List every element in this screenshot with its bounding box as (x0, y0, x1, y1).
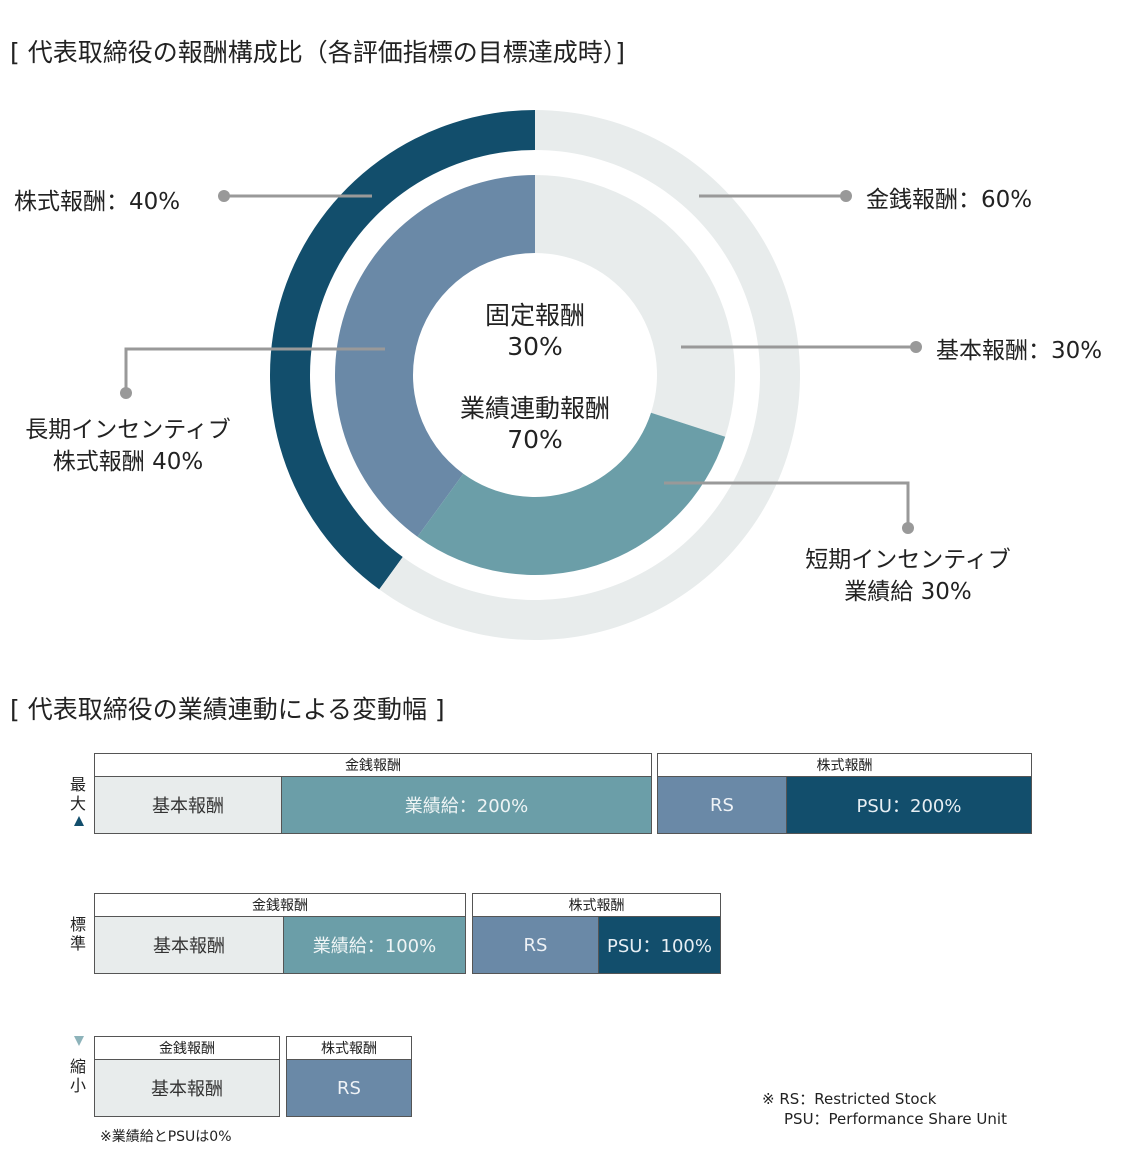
outer-slice-money (379, 110, 800, 640)
row-std-base-segment: 基本報酬 (95, 917, 284, 973)
row-min-money-header: 金銭報酬 (94, 1036, 280, 1060)
label-money-comp: 金銭報酬：60% (866, 187, 1033, 213)
inner-slice-long-term (335, 175, 535, 537)
dot-base (910, 341, 922, 353)
row-max-stock-header: 株式報酬 (657, 753, 1032, 777)
inner-slice-base (535, 175, 735, 437)
row-std-money-header: 金銭報酬 (94, 893, 466, 917)
dot-long-term (120, 387, 132, 399)
row-max-base-segment: 基本報酬 (95, 777, 282, 833)
legend-psu: PSU：Performance Share Unit (784, 1110, 1007, 1128)
label-long-term-line2: 株式報酬 40% (52, 449, 204, 475)
label-short-term-line2: 業績給 30% (844, 579, 972, 605)
center-variable-value: 70% (507, 425, 563, 454)
row-min-footnote: ※業績給とPSUは0% (100, 1129, 232, 1145)
row-max-psu-segment: PSU：200% (787, 777, 1031, 833)
axis-arrows (74, 816, 84, 1046)
donut-center-text: 固定報酬 30% 業績連動報酬 70% (415, 300, 655, 455)
row-std-money-bar: 基本報酬 業績給：100% (94, 916, 466, 974)
row-max-stock-bar: RS PSU：200% (657, 776, 1032, 834)
label-short-term-line1: 短期インセンティブ (805, 547, 1011, 573)
row-max-bonus-segment: 業績給：200% (282, 777, 651, 833)
label-short-term-incentive: 短期インセンティブ 業績給 30% (780, 544, 1036, 608)
label-base-comp: 基本報酬：30% (936, 338, 1103, 364)
axis-max-label: 最大 (69, 775, 86, 813)
center-variable-label: 業績連動報酬 (459, 394, 610, 423)
label-stock-comp: 株式報酬：40% (14, 189, 181, 215)
dot-money (840, 190, 852, 202)
center-fixed-label: 固定報酬 (484, 301, 585, 330)
dot-stock (218, 190, 230, 202)
donut-chart (120, 110, 922, 640)
arrow-down-head-icon (74, 1036, 84, 1046)
axis-standard-label: 標準 (69, 915, 86, 953)
row-min-money-bar: 基本報酬 (94, 1059, 280, 1117)
label-long-term-incentive: 長期インセンティブ 株式報酬 40% (0, 414, 256, 478)
row-std-rs-segment: RS (473, 917, 599, 973)
abbreviation-legend: ※ RS：Restricted Stock PSU：Performance Sh… (762, 1089, 1007, 1129)
row-std-bonus-segment: 業績給：100% (284, 917, 465, 973)
inner-slice-short-term (417, 412, 726, 575)
outer-slice-stock (269, 110, 535, 590)
row-std-psu-segment: PSU：100% (599, 917, 720, 973)
row-max-money-bar: 基本報酬 業績給：200% (94, 776, 652, 834)
donut-chart-title: [ 代表取締役の報酬構成比（各評価指標の目標達成時）] (10, 38, 625, 67)
arrow-up-head-icon (74, 816, 84, 826)
row-max-rs-segment: RS (658, 777, 787, 833)
row-min-stock-header: 株式報酬 (286, 1036, 412, 1060)
center-fixed-value: 30% (507, 332, 563, 361)
legend-rs: ※ RS：Restricted Stock (762, 1090, 937, 1108)
axis-min-label: 縮小 (69, 1057, 86, 1095)
row-min-rs-segment: RS (287, 1060, 411, 1116)
dot-short-term (902, 522, 914, 534)
row-min-stock-bar: RS (286, 1059, 412, 1117)
row-min-base-segment: 基本報酬 (95, 1060, 279, 1116)
row-max-money-header: 金銭報酬 (94, 753, 652, 777)
connector-short-term (664, 481, 910, 528)
connector-dots (120, 190, 922, 534)
row-std-stock-bar: RS PSU：100% (472, 916, 721, 974)
variation-title: [ 代表取締役の業績連動による変動幅 ] (10, 695, 445, 724)
label-long-term-line1: 長期インセンティブ (25, 417, 231, 443)
row-std-stock-header: 株式報酬 (472, 893, 721, 917)
connector-lines (124, 194, 916, 528)
connector-long-term (124, 347, 385, 393)
